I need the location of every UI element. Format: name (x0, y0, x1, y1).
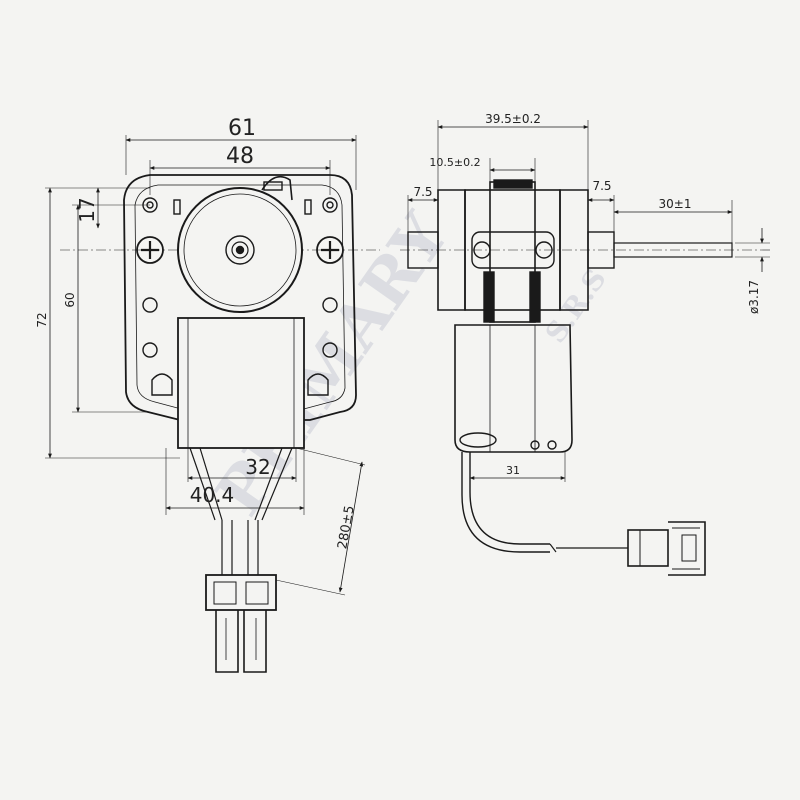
side-bracket-slot (459, 432, 497, 448)
tab-left (151, 373, 173, 396)
side-boss-hole-left (473, 241, 491, 259)
side-connector (627, 521, 706, 576)
side-boss-hole-right (535, 241, 553, 259)
hole-low-right (322, 342, 338, 358)
dim-height-top: 17 (75, 197, 99, 222)
watermark-sub: S.R.S (539, 263, 613, 349)
dim-bracket-width: 31 (506, 464, 520, 477)
dim-body-width: 39.5±0.2 (485, 112, 541, 126)
front-dimension-lines (48, 138, 364, 593)
hole-top-right-inner (326, 201, 334, 209)
mounting-plate (123, 174, 357, 421)
dim-right-boss: 7.5 (592, 179, 611, 193)
top-wire (261, 175, 293, 201)
front-extension-lines (45, 135, 366, 596)
slot-top-left (173, 199, 181, 215)
hole-top-right (322, 197, 338, 213)
hole-mid-left (142, 297, 158, 313)
side-shaft (613, 242, 733, 258)
dim-coil-width: 32 (245, 455, 270, 479)
shaft-boss (225, 235, 255, 265)
lead-wires (189, 447, 293, 521)
coil-housing (177, 317, 305, 449)
dim-line-280 (338, 461, 364, 593)
rotor-flange-inner (183, 193, 297, 307)
slot-top-right (304, 199, 312, 215)
top-clip (263, 181, 283, 191)
side-bracket-hole-b (547, 440, 557, 450)
side-dimension-lines (407, 125, 764, 480)
shaft-bore (231, 241, 249, 259)
dim-height-overall: 72 (35, 312, 49, 327)
dim-base-width: 40.4 (190, 483, 235, 507)
side-bracket-hole-a (530, 440, 540, 450)
dim-left-boss: 7.5 (413, 185, 432, 199)
side-cable-outer (461, 452, 550, 553)
dim-shaft-diameter: ø3.17 (747, 280, 761, 314)
side-core-top (493, 179, 533, 189)
shaft-end (235, 245, 245, 255)
side-dimension-texts: 39.5±0.2 10.5±0.2 7.5 7.5 30±1 ø3.17 31 (413, 112, 761, 477)
screw-left (136, 236, 164, 264)
dim-shaft-length: 30±1 (659, 197, 692, 211)
side-cable-inner (469, 452, 550, 545)
side-shaft-boss (471, 231, 555, 269)
front-view (45, 135, 380, 673)
side-core (489, 181, 536, 323)
tab-right (307, 373, 329, 396)
hole-low-left (142, 342, 158, 358)
dim-lead-length: 280±5 (335, 504, 357, 550)
dim-core-width: 10.5±0.2 (429, 156, 480, 169)
dim-width-overall: 61 (228, 116, 256, 141)
side-body (464, 189, 561, 311)
side-view (400, 120, 770, 576)
side-winding-left (483, 271, 495, 323)
hole-mid-right (322, 297, 338, 313)
side-cable-break (549, 543, 557, 553)
front-connector (205, 574, 277, 673)
dim-width-mount: 48 (226, 144, 254, 169)
side-bracket (454, 324, 573, 453)
side-winding-right (529, 271, 541, 323)
screw-right (316, 236, 344, 264)
dim-height-mount: 60 (63, 292, 77, 307)
